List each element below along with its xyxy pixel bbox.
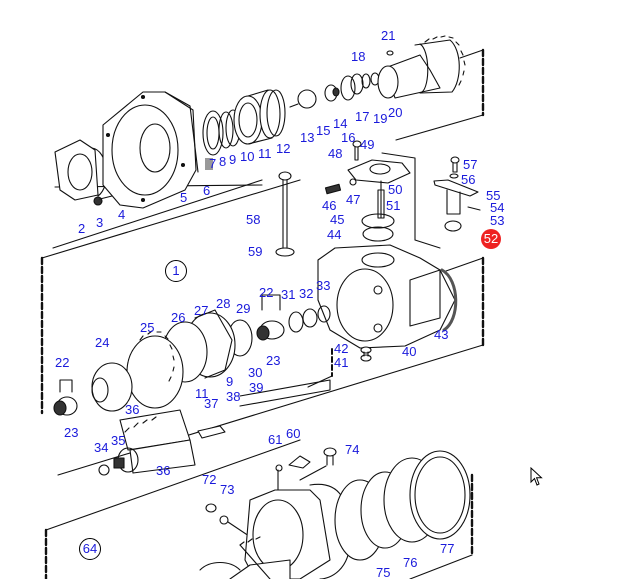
part-label-p22a[interactable]: 22 (259, 285, 274, 300)
pump-assembly (199, 447, 471, 579)
part-label-p41[interactable]: 41 (334, 355, 349, 370)
part-label-p33[interactable]: 33 (316, 278, 331, 293)
part-label-p23b[interactable]: 23 (64, 425, 79, 440)
part-label-p29[interactable]: 29 (236, 301, 251, 316)
gearbox-housing (317, 244, 458, 349)
part-label-p21[interactable]: 21 (381, 28, 396, 43)
part-label-p58[interactable]: 58 (246, 212, 261, 227)
part-label-p2[interactable]: 2 (78, 221, 86, 236)
part-label-p52[interactable]: 52 (481, 229, 501, 249)
bracket-assembly (433, 156, 481, 232)
part-label-p19[interactable]: 19 (373, 111, 388, 126)
coupling-part (54, 139, 108, 201)
part-label-p18[interactable]: 18 (351, 49, 366, 64)
part-label-p5[interactable]: 5 (180, 190, 188, 205)
part-label-p4[interactable]: 4 (118, 207, 126, 222)
part-label-p12[interactable]: 12 (276, 141, 291, 156)
part-label-p3[interactable]: 3 (96, 215, 104, 230)
cover-plate (324, 140, 441, 249)
part-label-p77[interactable]: 77 (440, 541, 455, 556)
part-label-p26[interactable]: 26 (171, 310, 186, 325)
part-label-p23a[interactable]: 23 (266, 353, 281, 368)
part-label-p24[interactable]: 24 (95, 335, 110, 350)
part-label-p32[interactable]: 32 (299, 286, 314, 301)
part-label-p35[interactable]: 35 (111, 433, 126, 448)
part-label-p20[interactable]: 20 (388, 105, 403, 120)
part-label-p37[interactable]: 37 (204, 396, 219, 411)
part-label-p46[interactable]: 46 (322, 198, 337, 213)
mouse-cursor-icon (530, 467, 543, 486)
part-label-p6[interactable]: 6 (203, 183, 211, 198)
part-label-p11b[interactable]: 11 (195, 386, 209, 401)
part-label-p15[interactable]: 15 (316, 123, 331, 138)
part-label-p27[interactable]: 27 (194, 303, 209, 318)
part-label-p8[interactable]: 8 (219, 154, 227, 169)
part-label-p60[interactable]: 60 (286, 426, 301, 441)
part-label-p73[interactable]: 73 (220, 482, 235, 497)
part-label-p9b[interactable]: 9 (226, 374, 234, 389)
bearing-housing (102, 91, 213, 209)
part-label-p76[interactable]: 76 (403, 555, 418, 570)
group-callout-group-1: 1 (165, 260, 187, 282)
part-label-p47[interactable]: 47 (346, 192, 361, 207)
part-label-p28[interactable]: 28 (216, 296, 231, 311)
part-label-p11a[interactable]: 11 (258, 146, 272, 161)
bearing-stack (202, 89, 299, 156)
group-callout-group-64: 64 (79, 538, 101, 560)
drain-plug (360, 346, 372, 362)
part-label-p40[interactable]: 40 (402, 344, 417, 359)
part-label-p9a[interactable]: 9 (229, 152, 237, 167)
part-label-p50[interactable]: 50 (388, 182, 403, 197)
part-label-p56[interactable]: 56 (461, 172, 476, 187)
part-label-p39[interactable]: 39 (249, 380, 264, 395)
part-label-p22b[interactable]: 22 (55, 355, 70, 370)
part-label-p53[interactable]: 53 (490, 213, 505, 228)
part-label-p36b[interactable]: 36 (156, 463, 171, 478)
part-label-p43[interactable]: 43 (434, 327, 449, 342)
part-label-p38[interactable]: 38 (226, 389, 241, 404)
part-label-p54[interactable]: 54 (490, 200, 505, 215)
part-label-p10[interactable]: 10 (240, 149, 255, 164)
part-label-p55[interactable]: 55 (486, 188, 501, 203)
part-label-p72[interactable]: 72 (202, 472, 217, 487)
part-label-p74[interactable]: 74 (345, 442, 360, 457)
part-label-p31[interactable]: 31 (281, 287, 296, 302)
part-label-p16[interactable]: 16 (341, 130, 356, 145)
part-label-p34[interactable]: 34 (94, 440, 109, 455)
part-label-p25[interactable]: 25 (140, 320, 155, 335)
part-label-p49[interactable]: 49 (360, 137, 375, 152)
part-label-p61[interactable]: 61 (268, 432, 283, 447)
part-label-p42[interactable]: 42 (334, 341, 349, 356)
group-64-boundary (44, 439, 474, 579)
shaft-assembly (297, 35, 466, 109)
part-label-p36a[interactable]: 36 (125, 402, 140, 417)
gear-train (53, 294, 331, 476)
part-label-p75[interactable]: 75 (376, 565, 391, 580)
part-label-p45[interactable]: 45 (330, 212, 345, 227)
part-label-p17[interactable]: 17 (355, 109, 370, 124)
part-label-p13[interactable]: 13 (300, 130, 315, 145)
part-label-p57[interactable]: 57 (463, 157, 478, 172)
part-label-p51[interactable]: 51 (386, 198, 401, 213)
part-label-p30[interactable]: 30 (248, 365, 263, 380)
part-label-p44[interactable]: 44 (327, 227, 342, 242)
part-label-p14[interactable]: 14 (333, 116, 348, 131)
part-label-p7[interactable]: 7 (209, 156, 217, 171)
part-label-p59[interactable]: 59 (248, 244, 263, 259)
part-label-p48[interactable]: 48 (328, 146, 343, 161)
dipstick (275, 171, 295, 257)
